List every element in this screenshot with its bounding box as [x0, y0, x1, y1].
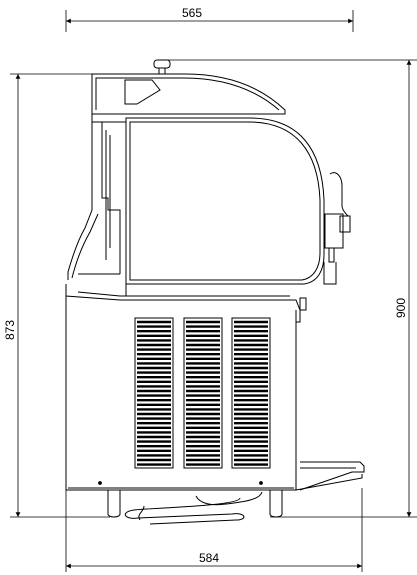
- lid: [91, 73, 286, 115]
- drip-tray: [295, 461, 365, 491]
- main-body: [65, 296, 297, 491]
- right-height-label: 900: [394, 298, 408, 318]
- dispensing-tap: [323, 172, 351, 285]
- dimension-bottom-width: 584: [65, 488, 363, 572]
- feet: [107, 490, 283, 518]
- machine-side-view: [65, 59, 365, 525]
- left-height-label: 873: [3, 320, 17, 340]
- vent-grille-middle: [183, 317, 223, 469]
- bottom-width-label: 584: [199, 551, 219, 565]
- lid-knob: [153, 59, 171, 75]
- dimension-top-width: 565: [65, 6, 354, 32]
- power-cord: [124, 491, 263, 525]
- bowl: [125, 117, 325, 285]
- top-width-label: 565: [182, 6, 202, 20]
- vent-slats: [137, 320, 268, 466]
- vent-grille-left: [134, 317, 174, 469]
- dimension-left-height: 873: [3, 73, 160, 518]
- vent-grille-right: [231, 317, 271, 469]
- dimension-right-height: 900: [160, 59, 417, 518]
- back-panel: [67, 114, 126, 280]
- base-shelf: [65, 284, 307, 323]
